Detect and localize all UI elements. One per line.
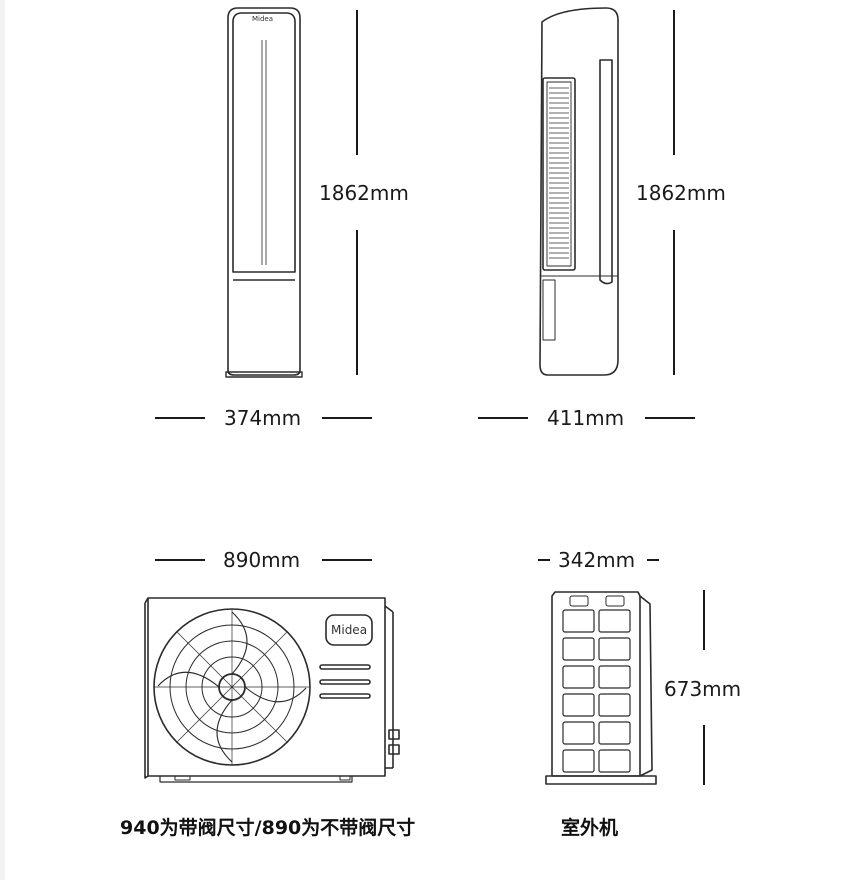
grid-cell: [562, 665, 595, 689]
grid-cell: [598, 637, 631, 661]
grid-cell: [598, 749, 631, 773]
outdoor-unit-front-drawing: [144, 597, 400, 783]
grid-cell: [562, 749, 595, 773]
grid-cell: [562, 609, 595, 633]
grid-cell: [562, 721, 595, 745]
dimension-lines: [155, 10, 705, 785]
grid-cell: [598, 721, 631, 745]
indoor-side-depth-label: 411mm: [547, 406, 625, 430]
outdoor-side-grid: [562, 609, 631, 773]
indoor-side-grille: [549, 87, 569, 259]
outdoor-unit-caption: 室外机: [561, 817, 619, 839]
grid-cell: [562, 637, 595, 661]
indoor-unit-side-drawing: [539, 7, 619, 376]
outdoor-front-caption: 940为带阀尺寸/890为不带阀尺寸: [120, 817, 416, 839]
outdoor-side-height-label: 673mm: [664, 677, 742, 701]
brand-logo-indoor: Midea: [252, 15, 274, 23]
indoor-front-height-label: 1862mm: [319, 181, 409, 205]
grid-cell: [562, 693, 595, 717]
outdoor-unit-side-drawing: [545, 591, 657, 785]
left-edge-strip: [0, 0, 5, 880]
grid-cell: [598, 693, 631, 717]
grid-cell: [598, 665, 631, 689]
indoor-front-width-label: 374mm: [224, 406, 302, 430]
indoor-unit-front-drawing: [225, 7, 303, 378]
grid-cell: [598, 609, 631, 633]
indoor-side-height-label: 1862mm: [636, 181, 726, 205]
outdoor-front-width-label: 890mm: [223, 548, 301, 572]
outdoor-side-depth-label: 342mm: [558, 548, 636, 572]
brand-logo-outdoor: Midea: [331, 623, 368, 637]
